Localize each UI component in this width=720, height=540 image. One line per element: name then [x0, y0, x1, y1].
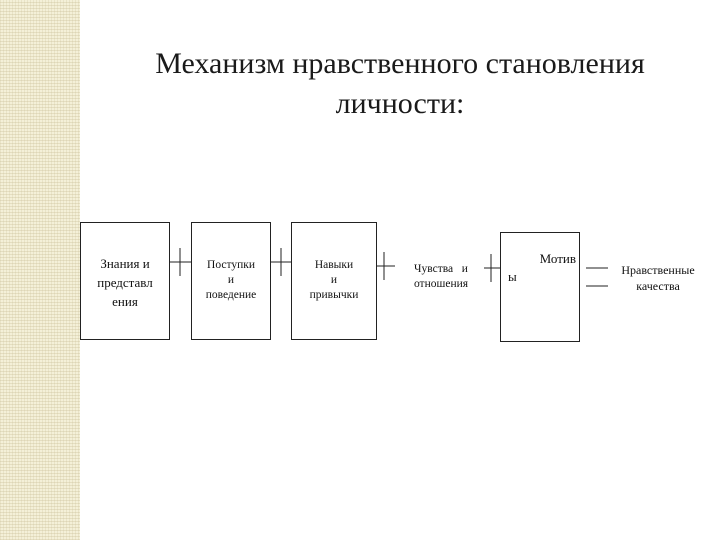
node-label-line: поведение	[205, 289, 257, 301]
node-label-qualities: Нравственные качества	[604, 262, 712, 294]
node-label-line: привычки	[309, 289, 359, 301]
node-label-line: Поступки	[207, 259, 255, 271]
node-label-line: отношения	[413, 278, 469, 290]
node-label-line: Навыки	[314, 259, 354, 271]
page-title: Механизм нравственного становления лично…	[100, 44, 700, 124]
connector-actions-skills	[271, 248, 291, 276]
connector-motives-qualities	[586, 267, 608, 287]
node-label-line: представл	[97, 275, 153, 290]
node-box-skills	[291, 222, 377, 340]
node-box-motives	[500, 232, 580, 342]
node-label-line: Мотив	[539, 251, 576, 266]
node-label-line: Нравственные	[621, 263, 695, 277]
node-label-knowledge: Знания и представл ения	[82, 254, 168, 311]
title-line-1: Механизм нравственного становления	[155, 47, 645, 80]
connector-knowledge-actions	[170, 248, 191, 276]
node-box-actions	[191, 222, 271, 340]
node-label-actions: Поступки и поведение	[193, 258, 269, 303]
node-label-line: Знания и	[100, 256, 150, 271]
node-label-skills: Навыки и привычки	[293, 258, 375, 303]
node-label-line: ения	[112, 294, 138, 309]
node-label-line: ы	[508, 269, 517, 284]
node-label-feelings: Чувства и отношения	[395, 262, 487, 292]
connector-feelings-motives	[484, 254, 500, 282]
title-line-2: личности:	[335, 87, 465, 120]
node-label-line: и	[227, 274, 235, 286]
node-box-knowledge	[80, 222, 170, 340]
node-label-line: и	[330, 274, 338, 286]
decorative-side-stripe	[0, 0, 80, 540]
connector-skills-feelings	[377, 252, 395, 280]
node-label-line: качества	[636, 279, 680, 293]
node-label-motives: Мотив ы	[508, 250, 576, 286]
node-label-line: Чувства и	[414, 263, 468, 275]
